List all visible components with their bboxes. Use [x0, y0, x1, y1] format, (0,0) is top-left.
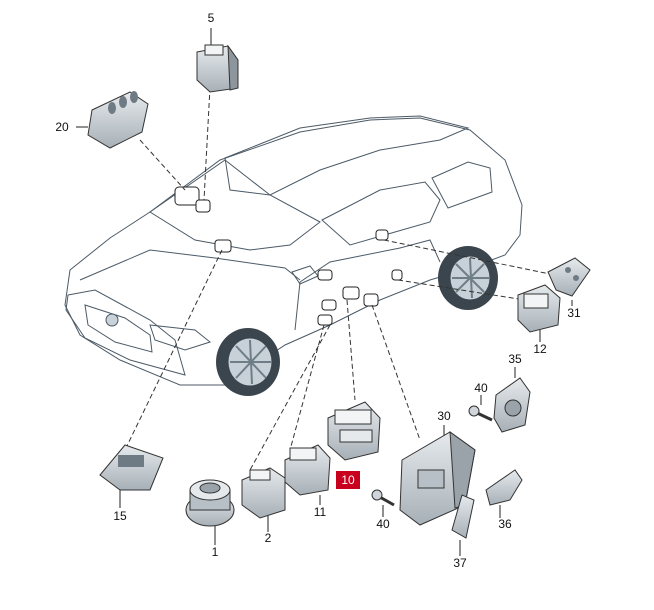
part-40-screw-a: [468, 405, 493, 422]
label-part-10: 10: [341, 473, 355, 487]
label-part-37: 37: [453, 556, 467, 570]
part-37-trim-strip: [451, 494, 475, 539]
part-5-switch: [196, 44, 239, 93]
car-front-fascia: [65, 289, 186, 376]
part-20-overhead-panel: [87, 91, 149, 149]
car-roof: [224, 115, 470, 196]
part-31-cover: [547, 257, 591, 297]
label-part-40-lower: 40: [376, 517, 390, 531]
part-2-window-switch: [241, 467, 286, 519]
car-illustration: [64, 115, 523, 396]
car-headlight: [149, 324, 212, 351]
label-part-1: 1: [212, 545, 219, 559]
part-labels: 5 20 15 1 2 11 10 40 40 30 35 12 31 36 3…: [55, 11, 581, 570]
part-1-rotary-switch: [185, 479, 235, 527]
part-35-bracket: [493, 377, 531, 433]
part-30-control-unit: [399, 430, 476, 526]
label-part-11: 11: [314, 505, 327, 519]
label-part-10-callout: 10: [336, 471, 360, 489]
car-badge: [105, 313, 119, 327]
label-part-40-upper: 40: [474, 381, 488, 395]
part-12-switch-block: [517, 284, 561, 333]
car-front-wheel: [216, 328, 280, 396]
label-part-15: 15: [113, 509, 127, 523]
label-part-2: 2: [265, 531, 272, 545]
label-part-30: 30: [437, 409, 451, 423]
label-part-12: 12: [533, 342, 547, 356]
car-rear-wheel: [438, 246, 498, 310]
label-part-36: 36: [498, 517, 512, 531]
car-grille: [84, 304, 153, 353]
label-part-35: 35: [508, 352, 522, 366]
car-mirror: [291, 265, 319, 285]
car-side-window: [321, 181, 441, 246]
label-part-10-box: [336, 471, 360, 489]
car-rear-window: [431, 161, 493, 209]
label-part-31: 31: [567, 306, 581, 320]
part-11-window-switch: [284, 444, 331, 496]
label-part-20: 20: [55, 120, 69, 134]
label-part-5: 5: [208, 11, 215, 25]
part-36-trim: [485, 469, 523, 506]
car-windshield: [149, 159, 321, 251]
part-40-screw-b: [371, 489, 395, 507]
part-10-double-window-switch: [327, 401, 381, 461]
part-15-plate: [99, 444, 164, 491]
